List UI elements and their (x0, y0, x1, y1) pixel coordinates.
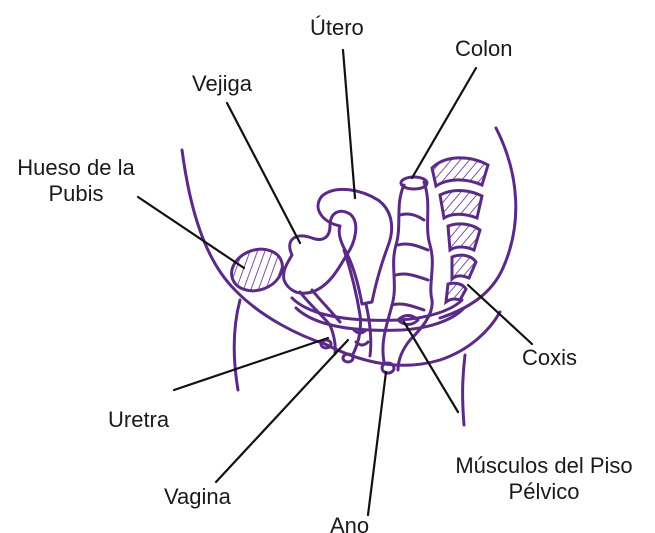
leader-musculos (404, 322, 458, 412)
vaginal-opening (343, 354, 353, 362)
label-colon: Colon (455, 36, 512, 62)
anus (382, 363, 394, 373)
leader-hueso (138, 197, 244, 268)
leader-uretra (174, 338, 328, 390)
sacrum-vertebrae (432, 158, 488, 302)
leader-utero (343, 50, 355, 198)
thigh-outline-left (234, 300, 240, 390)
leader-coxis (468, 285, 532, 344)
vagina-folds (354, 330, 368, 345)
leader-vejiga (227, 103, 300, 243)
label-hueso-pubis: Hueso de la Pubis (10, 155, 142, 207)
label-coxis: Coxis (522, 345, 577, 371)
label-vagina: Vagina (164, 484, 231, 510)
label-hueso-line1: Hueso de la (10, 155, 142, 181)
label-vejiga: Vejiga (192, 71, 252, 97)
label-ano: Ano (330, 513, 369, 533)
label-utero: Útero (310, 15, 364, 41)
leader-ano (368, 372, 386, 515)
label-musculos-piso-pelvico: Músculos del Piso Pélvico (436, 453, 652, 505)
leader-lines (138, 50, 532, 515)
label-hueso-line2: Pubis (10, 181, 142, 207)
thigh-outline-right (463, 355, 465, 425)
label-uretra: Uretra (108, 407, 169, 433)
pelvic-floor-band (292, 298, 462, 320)
label-musculos-line2: Pélvico (436, 479, 652, 505)
label-musculos-line1: Músculos del Piso (436, 453, 652, 479)
